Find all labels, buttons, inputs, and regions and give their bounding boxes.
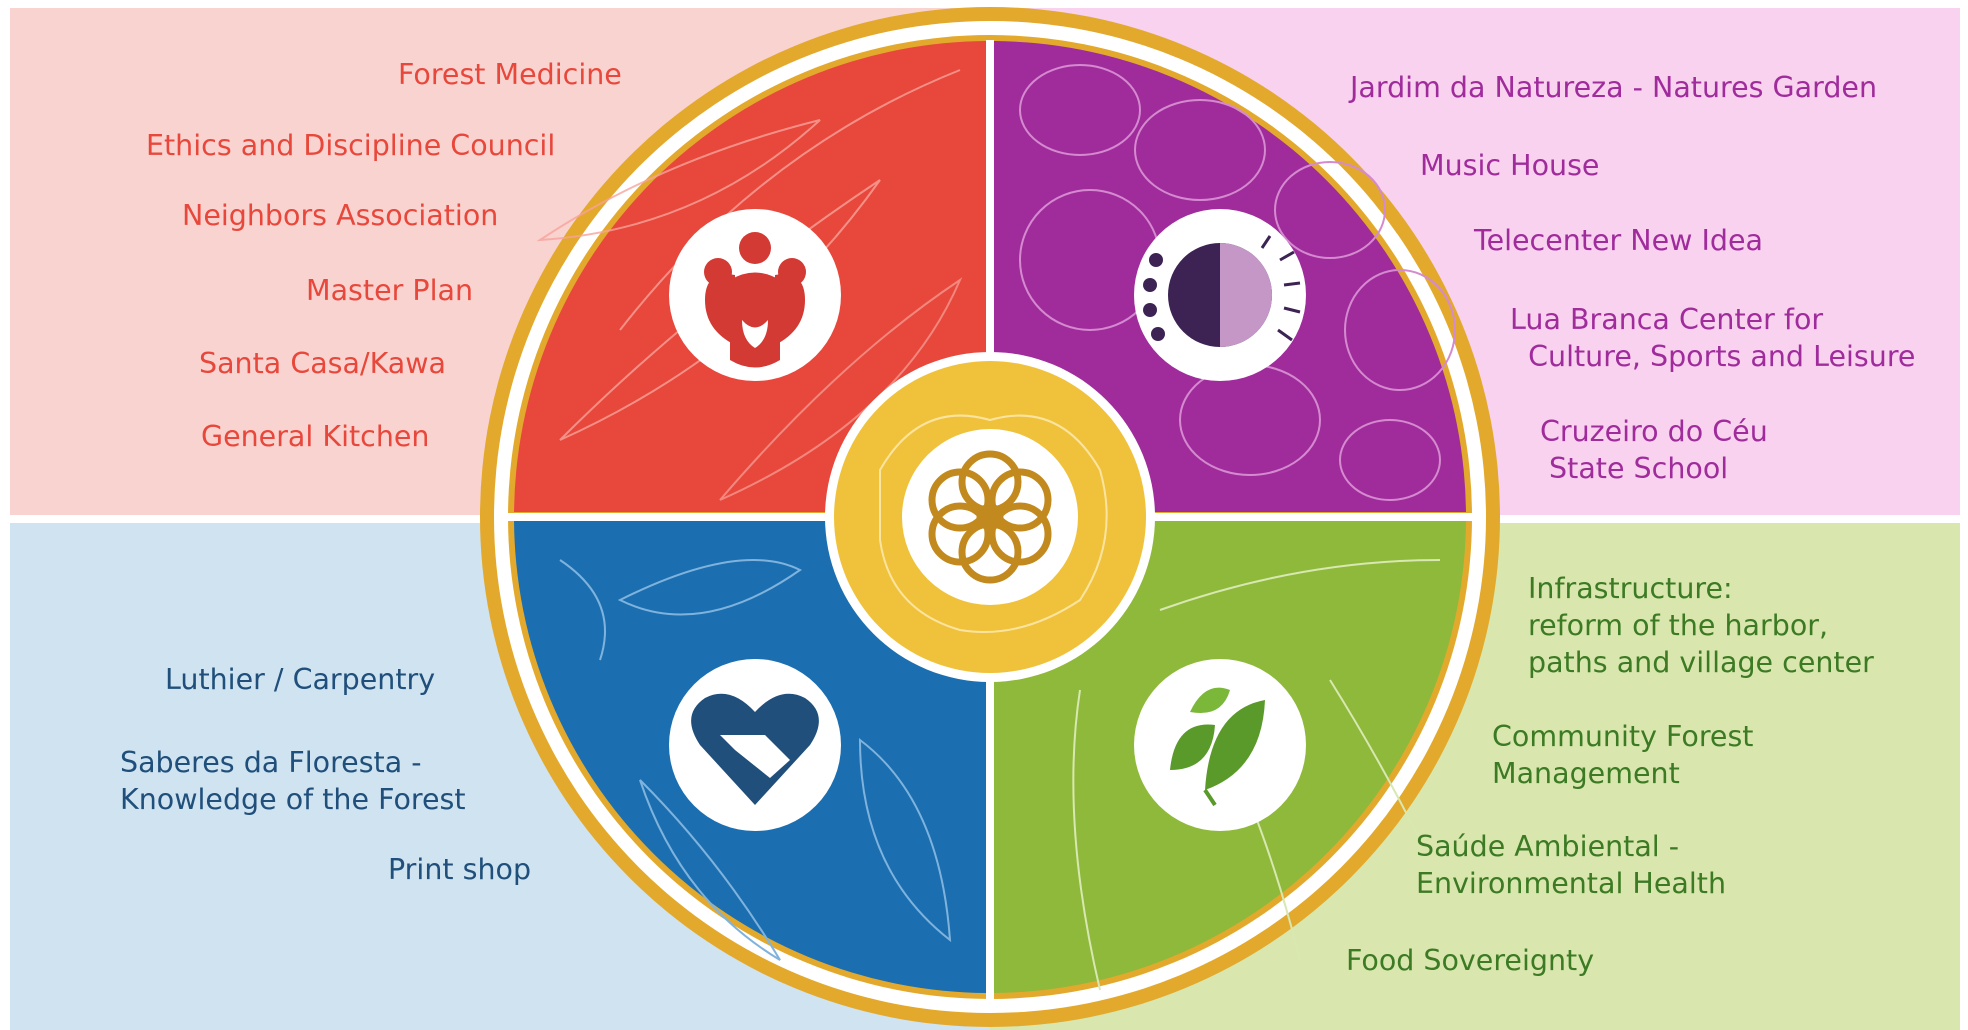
leaves-icon (1134, 659, 1306, 831)
mandala-flower-icon (928, 450, 1052, 584)
label-community-forest-management: Community Forest Management (1492, 720, 1754, 790)
label-music-house: Music House (1420, 149, 1600, 182)
label-saberes-da-floresta: Saberes da Floresta - Knowledge of the F… (120, 746, 466, 816)
label-environmental-health: Saúde Ambiental - Environmental Health (1416, 830, 1727, 900)
label-santa-casa: Santa Casa/Kawa (199, 347, 447, 380)
label-lua-branca-center: Lua Branca Center for Culture, Sports an… (1510, 303, 1916, 373)
label-food-sovereignty: Food Sovereignty (1346, 944, 1595, 977)
label-general-kitchen: General Kitchen (201, 420, 430, 453)
family-icon (669, 209, 841, 381)
sun-moon-face-icon (1134, 209, 1306, 381)
label-print-shop: Print shop (388, 853, 532, 886)
label-forest-medicine: Forest Medicine (398, 58, 622, 91)
handshake-heart-icon (669, 659, 841, 831)
label-master-plan: Master Plan (306, 274, 474, 307)
label-neighbors-association: Neighbors Association (182, 199, 499, 232)
label-state-school: Cruzeiro do Céu State School (1540, 415, 1768, 485)
label-infrastructure: Infrastructure: reform of the harbor, pa… (1528, 572, 1874, 679)
label-natures-garden: Jardim da Natureza - Natures Garden (1350, 71, 1878, 104)
label-ethics-council: Ethics and Discipline Council (146, 129, 556, 162)
label-telecenter: Telecenter New Idea (1474, 224, 1764, 257)
label-luthier-carpentry: Luthier / Carpentry (165, 663, 436, 696)
